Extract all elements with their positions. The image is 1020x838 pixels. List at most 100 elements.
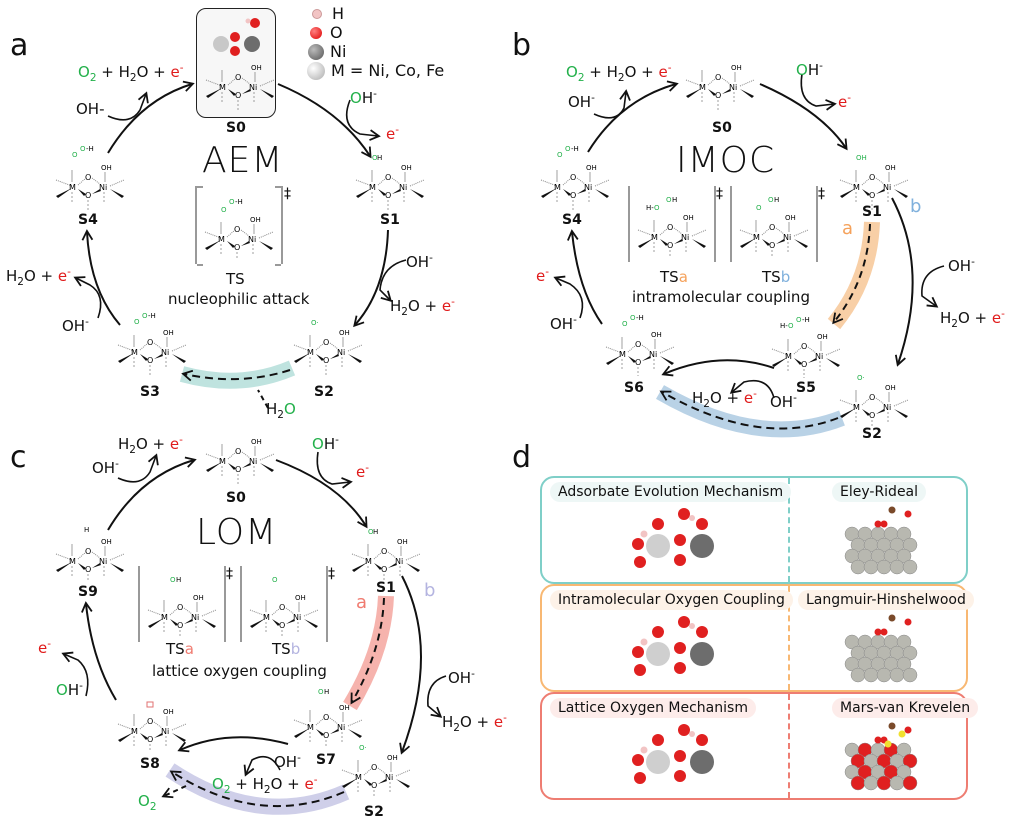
lom-arrow-oh-top	[117, 453, 159, 483]
aem-ts-label: TS	[226, 270, 245, 288]
row-divider	[788, 694, 790, 798]
imoc-oh-s4: OH-	[550, 314, 577, 333]
svg-text:O: O	[557, 151, 563, 159]
lom-e-s1: e-	[356, 462, 370, 481]
imoc-arrow-oh-s1	[800, 73, 837, 111]
lom-o2-release: O2	[138, 792, 157, 813]
imoc-arrow-s5-s6	[661, 359, 775, 377]
svg-text:H-: H-	[780, 322, 788, 330]
imoc-tsa-label: TSa	[660, 268, 688, 286]
imoc-tsb-double-dagger: ‡	[818, 186, 825, 202]
svg-text:-H: -H	[235, 198, 243, 206]
aem-s2-label: S2	[314, 384, 334, 400]
svg-text:H: H	[672, 196, 677, 204]
mechanism-left-label: Intramolecular Oxygen Coupling	[550, 590, 793, 610]
svg-text:O·: O·	[311, 319, 319, 327]
imoc-oh-s5: OH-	[770, 392, 797, 411]
oxygen-atom-icon	[310, 27, 322, 39]
oxide-surface-model-icon	[632, 724, 714, 784]
mechanism-right-label: Langmuir-Hinshelwood	[798, 590, 974, 610]
lom-caption: lattice oxygen coupling	[152, 662, 327, 680]
lom-s9-label: S9	[78, 584, 98, 600]
row-divider	[788, 478, 790, 582]
svg-text:O: O	[318, 688, 324, 696]
lom-s2-molecule: O·	[341, 744, 411, 798]
lom-s9-molecule: H	[55, 526, 125, 582]
aem-arrow-oh-s2	[379, 259, 407, 303]
svg-text:O: O	[796, 316, 802, 324]
imoc-tsa-double-dagger: ‡	[716, 186, 723, 202]
svg-text:O: O	[756, 204, 762, 212]
row-divider	[788, 586, 790, 690]
svg-text:O: O	[768, 196, 774, 204]
aem-arrow-oh-in-top	[107, 91, 149, 121]
aem-oh-top: OH-	[76, 100, 105, 118]
lom-s1-label: S1	[376, 580, 396, 596]
lom-arrow-oh-s7	[243, 755, 281, 777]
aem-oh-s1: OH-	[350, 88, 377, 107]
imoc-arrow-s0-s1	[759, 83, 848, 151]
metal-atom-icon	[307, 62, 325, 80]
lom-oh-s9: OH-	[56, 680, 83, 699]
aem-prod-s2: H2O + e-	[390, 296, 455, 318]
aem-s3-molecule: OO-H	[117, 312, 187, 376]
aem-arrow-s0-s1	[277, 83, 372, 159]
legend-m: M = Ni, Co, Fe	[306, 61, 444, 80]
imoc-s4-label: S4	[562, 212, 582, 228]
lom-s8-molecule	[117, 701, 187, 752]
lom-tsb-double-dagger: ‡	[328, 566, 335, 582]
oxygen-vacancy-icon	[146, 701, 154, 708]
legend-o: O	[306, 23, 444, 42]
mechanism-right-label: Eley-Rideal	[832, 482, 927, 502]
svg-text:OH: OH	[856, 154, 867, 162]
imoc-s4-molecule: OO-H	[540, 145, 610, 210]
aem-s3-label: S3	[140, 384, 160, 400]
imoc-s0-molecule	[685, 63, 755, 110]
aem-prod-s4: H2O + e-	[6, 266, 71, 288]
svg-text:O: O	[372, 154, 378, 162]
lom-prod-s2: H2O + e-	[442, 712, 507, 734]
svg-text:O: O	[72, 151, 78, 159]
svg-text:O·: O·	[857, 374, 865, 382]
aem-oh-s4: OH-	[62, 316, 89, 335]
lom-arrow-s9-s0	[107, 456, 197, 531]
mechanism-left-label: Lattice Oxygen Mechanism	[550, 698, 756, 718]
mechanism-right-label: Mars-van Krevelen	[832, 698, 979, 718]
lom-tsb-bracket: O	[240, 566, 328, 642]
imoc-s6-label: S6	[624, 380, 644, 396]
aem-caption: nucleophilic attack	[168, 290, 310, 308]
aem-s4-molecule: OO-H	[55, 145, 125, 210]
svg-text:O: O	[134, 318, 140, 326]
imoc-s2-molecule: O·	[839, 374, 909, 428]
lom-s7-label: S7	[316, 752, 336, 768]
metal-surface-model-icon	[844, 614, 918, 683]
aem-dashed-arrow	[181, 369, 291, 382]
svg-text:O: O	[622, 320, 628, 328]
imoc-e-s1: e-	[838, 92, 852, 111]
svg-text:O: O	[788, 322, 794, 330]
aem-s0-molecule	[205, 63, 275, 110]
atom-legend: H O Ni M = Ni, Co, Fe	[306, 4, 444, 80]
oxide-surface-model-icon	[632, 508, 714, 568]
aem-oh-s2: OH-	[406, 252, 433, 271]
aem-arrow-s4-s0	[107, 80, 195, 154]
aem-s2-molecule: O·	[293, 319, 363, 375]
lom-oh-s7: OH-	[274, 752, 301, 771]
metal-surface-model-icon	[844, 506, 918, 575]
svg-text:O: O	[170, 576, 176, 584]
aem-title: AEM	[202, 140, 284, 181]
aem-water: H2O	[266, 400, 296, 421]
svg-text:-H: -H	[148, 312, 156, 320]
svg-text:O: O	[229, 198, 235, 206]
imoc-arrow-oh-top	[593, 89, 631, 119]
lom-path-b-dash	[169, 770, 345, 807]
